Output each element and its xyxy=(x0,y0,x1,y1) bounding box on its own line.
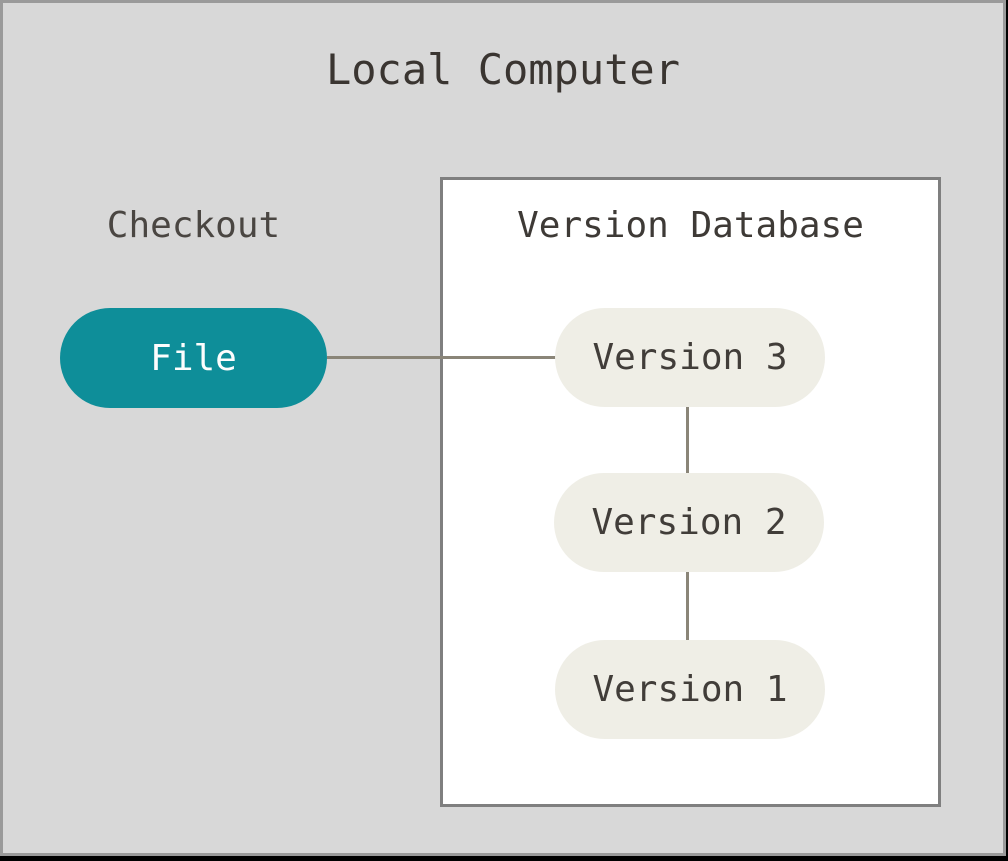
connector-version2-to-version1 xyxy=(686,572,689,641)
version-2-label: Version 2 xyxy=(591,502,786,543)
diagram-title: Local Computer xyxy=(3,45,1003,94)
file-node: File xyxy=(60,308,327,408)
version-3-label: Version 3 xyxy=(592,337,787,378)
version-2-node: Version 2 xyxy=(554,473,824,572)
version-database-title: Version Database xyxy=(443,205,938,246)
version-3-node: Version 3 xyxy=(555,308,825,407)
version-1-label: Version 1 xyxy=(592,669,787,710)
connector-version3-to-version2 xyxy=(686,407,689,474)
checkout-label: Checkout xyxy=(60,205,327,246)
file-node-label: File xyxy=(150,338,237,379)
connector-file-to-version3 xyxy=(327,356,558,359)
version-1-node: Version 1 xyxy=(555,640,825,739)
